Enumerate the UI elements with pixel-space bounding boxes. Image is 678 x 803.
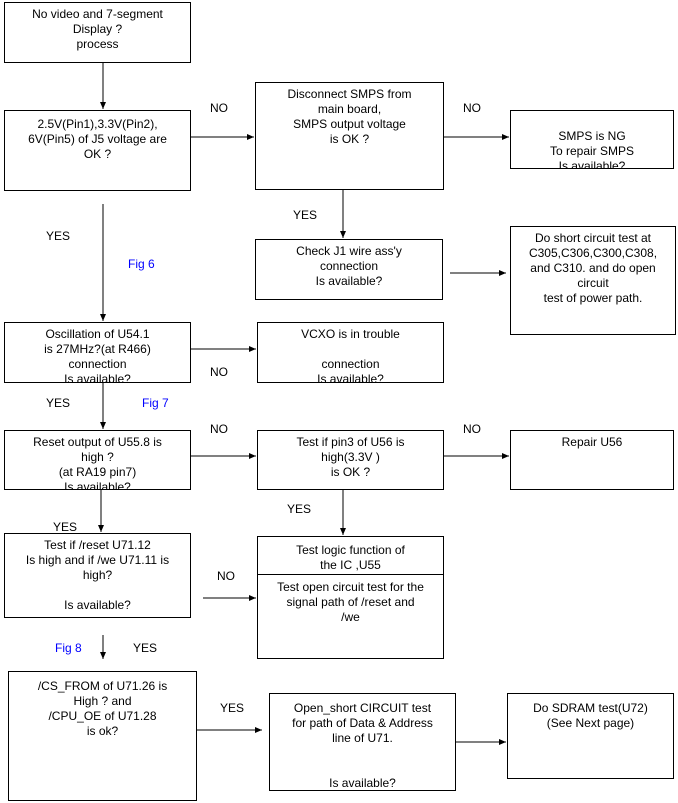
yes-label: YES xyxy=(46,229,71,243)
box-text: Open_short CIRCUIT test xyxy=(293,701,432,715)
fig6-label: Fig 6 xyxy=(128,257,155,271)
reset-we-box: Test if /reset U71.12 Is high and if /we… xyxy=(4,533,191,618)
yes-label: YES xyxy=(46,396,71,410)
box-text: /CPU_OE of U71.28 xyxy=(48,709,157,723)
vcxo-box: VCXO is in trouble connection Is availab… xyxy=(257,322,444,383)
start-box: No video and 7-segment Display ? process xyxy=(4,2,191,63)
box-text: (at RA19 pin7) xyxy=(58,465,137,479)
box-text: signal path of /reset and xyxy=(286,595,415,609)
yes-label: YES xyxy=(293,208,318,222)
check-j1-box: Check J1 wire ass'y connection Is availa… xyxy=(255,239,443,300)
smps-disconnect-box: Disconnect SMPS from main board, SMPS ou… xyxy=(255,82,444,190)
box-text: connection xyxy=(319,259,379,273)
box-text: Display ? xyxy=(72,22,123,36)
box-text: Repair U56 xyxy=(561,435,623,449)
box-text: VCXO is in trouble xyxy=(301,327,400,341)
box-text: for path of Data & Address xyxy=(292,716,433,730)
box-divider xyxy=(258,574,443,575)
box-text: Is available? xyxy=(64,372,131,383)
box-text xyxy=(5,583,190,598)
yes-label: YES xyxy=(133,641,158,655)
box-text: connection xyxy=(68,357,127,371)
fig7-label: Fig 7 xyxy=(142,396,169,410)
box-text: the IC ,U55 xyxy=(320,558,381,572)
no-label: NO xyxy=(463,101,481,115)
box-text: circuit xyxy=(577,276,609,290)
box-text: /we xyxy=(341,610,360,624)
box-text xyxy=(258,342,443,357)
no-label: NO xyxy=(217,569,235,583)
box-text: line of U71. xyxy=(332,731,393,745)
box-text: and C310. and do open xyxy=(530,261,656,275)
yes-label: YES xyxy=(53,520,78,534)
box-text: Disconnect SMPS from xyxy=(287,87,412,101)
box-text: is OK ? xyxy=(330,465,371,479)
box-text: Is available? xyxy=(315,274,383,288)
box-text: Reset output of U55.8 is xyxy=(33,435,162,449)
box-text: Test open circuit test for the xyxy=(277,580,424,594)
no-label: NO xyxy=(210,101,228,115)
box-text: Is high and if /we U71.11 is xyxy=(25,553,170,567)
box-text: high ? xyxy=(81,450,114,464)
box-text: high(3.3V ) xyxy=(321,450,380,464)
box-text xyxy=(270,746,455,761)
box-text: Do SDRAM test(U72) xyxy=(533,701,648,715)
smps-ng-box: SMPS is NG To repair SMPS Is available? xyxy=(510,110,674,169)
box-text: Do short circuit test at xyxy=(534,231,652,245)
box-text: process xyxy=(76,37,119,51)
box-text: high? xyxy=(82,568,113,582)
box-text: To repair SMPS xyxy=(549,144,635,158)
box-text: C305,C306,C300,C308, xyxy=(528,246,658,260)
no-label: NO xyxy=(210,422,228,436)
open-short-box: Open_short CIRCUIT test for path of Data… xyxy=(269,693,456,791)
box-text: (See Next page) xyxy=(546,716,635,730)
reset-output-box: Reset output of U55.8 is high ? (at RA19… xyxy=(4,430,191,490)
box-text: Test logic function of xyxy=(296,543,405,557)
box-text: No video and 7-segment xyxy=(32,7,163,21)
yes-label: YES xyxy=(287,502,312,516)
box-text: SMPS output voltage xyxy=(293,117,406,131)
box-text: main board, xyxy=(317,102,382,116)
box-text: is 27MHz?(at R466) xyxy=(44,342,151,356)
logic-test-box: Test logic function of the IC ,U55 Test … xyxy=(257,536,444,659)
no-label: NO xyxy=(210,365,228,379)
box-text: is ok? xyxy=(86,724,119,738)
box-text: OK ? xyxy=(83,147,112,161)
box-text: Check J1 wire ass'y xyxy=(296,244,402,258)
j5-voltage-box: 2.5V(Pin1),3.3V(Pin2), 6V(Pin5) of J5 vo… xyxy=(4,110,191,191)
sdram-box: Do SDRAM test(U72) (See Next page) xyxy=(507,693,674,779)
box-text: 2.5V(Pin1),3.3V(Pin2), xyxy=(37,117,158,131)
box-text: Test if pin3 of U56 is xyxy=(296,435,405,449)
cs-from-box: /CS_FROM of U71.26 is High ? and /CPU_OE… xyxy=(8,671,197,801)
fig8-label: Fig 8 xyxy=(55,641,82,655)
box-text: Is available? xyxy=(329,776,396,790)
box-text: Test if /reset U71.12 xyxy=(44,538,151,552)
box-text: SMPS is NG xyxy=(558,129,626,143)
repair-u56-box: Repair U56 xyxy=(510,430,674,490)
box-text: test of power path. xyxy=(543,291,643,305)
box-text: Is available? xyxy=(64,480,131,490)
box-text: connection xyxy=(321,357,380,371)
box-text: 6V(Pin5) of J5 voltage are xyxy=(28,132,167,146)
oscillation-box: Oscillation of U54.1 is 27MHz?(at R466) … xyxy=(4,322,191,383)
yes-label: YES xyxy=(220,701,245,715)
box-text xyxy=(270,761,455,776)
test-u56-box: Test if pin3 of U56 is high(3.3V ) is OK… xyxy=(257,430,444,490)
box-text: Is available? xyxy=(558,159,626,169)
no-label: NO xyxy=(463,422,481,436)
box-text: Oscillation of U54.1 xyxy=(45,327,150,341)
box-text: is OK ? xyxy=(329,132,370,146)
short-test-box: Do short circuit test at C305,C306,C300,… xyxy=(510,226,676,335)
box-text: Is available? xyxy=(64,598,131,612)
box-text: High ? and xyxy=(73,694,132,708)
box-text: /CS_FROM of U71.26 is xyxy=(37,679,168,693)
box-text: Is available? xyxy=(317,372,384,383)
